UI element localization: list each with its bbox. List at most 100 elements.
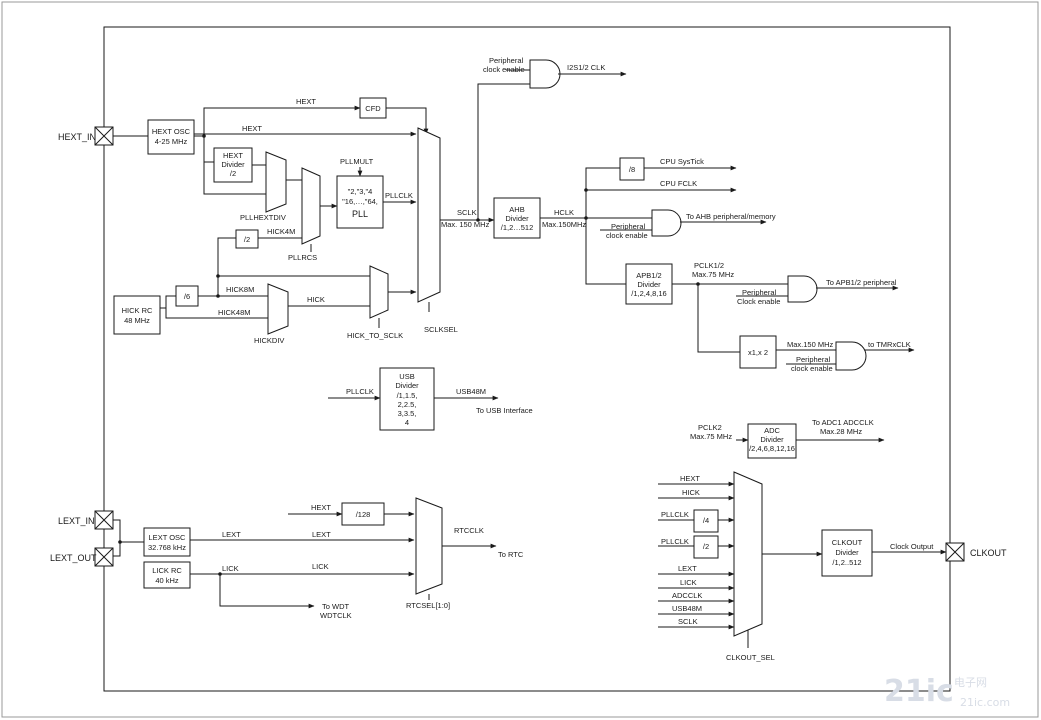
svg-text:LICK RC: LICK RC — [152, 566, 182, 575]
svg-text:RTCCLK: RTCCLK — [454, 526, 484, 535]
svg-text:/1,2,4,8,16: /1,2,4,8,16 — [631, 289, 666, 298]
svg-text:/128: /128 — [356, 510, 371, 519]
svg-text:HEXT: HEXT — [242, 124, 262, 133]
svg-text:SCLK: SCLK — [678, 617, 698, 626]
svg-text:SCLKSEL: SCLKSEL — [424, 325, 458, 334]
svg-text:4: 4 — [405, 418, 409, 427]
svg-text:Max.75 MHz: Max.75 MHz — [690, 432, 732, 441]
svg-text:HEXT: HEXT — [680, 474, 700, 483]
div8-block: /8 — [619, 157, 645, 181]
svg-text:/4: /4 — [703, 516, 709, 525]
svg-text:LICK: LICK — [222, 564, 239, 573]
svg-text:"2,"3,"4: "2,"3,"4 — [348, 187, 373, 196]
svg-text:/2: /2 — [230, 169, 236, 178]
svg-text:2,2.5,: 2,2.5, — [398, 400, 417, 409]
port-lext-out: LEXT_OUT — [50, 547, 114, 567]
hick-rc-block: HICK RC 48 MHz — [113, 295, 161, 335]
hick-to-sclk-mux: HICK_TO_SCLK — [347, 265, 403, 340]
svg-text:LEXT: LEXT — [222, 530, 241, 539]
port-lext-in: LEXT_IN — [58, 510, 114, 530]
svg-text:LICK: LICK — [680, 578, 697, 587]
svg-text:USB48M: USB48M — [456, 387, 486, 396]
svg-text:Divider: Divider — [835, 548, 859, 557]
div4-block: /4 — [693, 509, 719, 533]
svg-text:21ic.com: 21ic.com — [960, 696, 1010, 709]
svg-text:4-25 MHz: 4-25 MHz — [155, 137, 188, 146]
svg-text:HEXT_IN: HEXT_IN — [58, 132, 96, 142]
watermark-logo: 21ic 电子网 21ic.com — [884, 674, 1010, 709]
svg-text:/8: /8 — [629, 165, 635, 174]
div128-block: /128 — [341, 502, 385, 526]
svg-text:clock enable: clock enable — [483, 65, 525, 74]
svg-text:To ADC1 ADCCLK: To ADC1 ADCCLK — [812, 418, 874, 427]
svg-text:HICK48M: HICK48M — [218, 308, 251, 317]
svg-text:/2,4,6,8,12,16: /2,4,6,8,12,16 — [749, 444, 795, 453]
svg-text:HICK: HICK — [682, 488, 700, 497]
svg-text:To RTC: To RTC — [498, 550, 524, 559]
svg-text:PLL: PLL — [352, 209, 368, 219]
svg-text:HEXT: HEXT — [296, 97, 316, 106]
svg-text:PCLK1/2: PCLK1/2 — [694, 261, 724, 270]
svg-text:Max.150MHz: Max.150MHz — [542, 220, 586, 229]
svg-text:Divider: Divider — [505, 214, 529, 223]
svg-text:Clock enable: Clock enable — [737, 297, 780, 306]
pll-block: PLLMULT "2,"3,"4 "16,…,"64, PLL — [336, 157, 384, 229]
svg-text:HICK8M: HICK8M — [226, 285, 254, 294]
svg-text:CPU SysTick: CPU SysTick — [660, 157, 704, 166]
svg-text:CLKOUT: CLKOUT — [832, 538, 863, 547]
apb-divider-block: APB1/2 Divider /1,2,4,8,16 — [625, 263, 673, 305]
svg-text:HICK RC: HICK RC — [122, 306, 153, 315]
ahb-divider-block: AHB Divider /1,2…512 — [493, 197, 541, 239]
svg-text:HICK: HICK — [307, 295, 325, 304]
svg-text:Divider: Divider — [395, 381, 419, 390]
svg-text:To APB1/2 peripheral: To APB1/2 peripheral — [826, 278, 897, 287]
svg-text:RTCSEL[1:0]: RTCSEL[1:0] — [406, 601, 450, 610]
lick-rc-block: LICK RC 40 kHz — [143, 561, 191, 589]
svg-text:48 MHz: 48 MHz — [124, 316, 150, 325]
svg-text:I2S1/2 CLK: I2S1/2 CLK — [567, 63, 605, 72]
svg-text:LEXT_OUT: LEXT_OUT — [50, 553, 97, 563]
svg-text:21ic: 21ic — [884, 674, 954, 709]
svg-text:/2: /2 — [703, 542, 709, 551]
svg-text:USB: USB — [399, 372, 414, 381]
div2-block: /2 — [235, 229, 259, 249]
mcu-boundary — [103, 26, 951, 692]
svg-text:Divider: Divider — [760, 435, 784, 444]
svg-text:电子网: 电子网 — [954, 676, 987, 689]
svg-text:HICKDIV: HICKDIV — [254, 336, 284, 345]
svg-text:HCLK: HCLK — [554, 208, 574, 217]
lext-osc-block: LEXT OSC 32.768 kHz — [143, 527, 191, 557]
svg-text:PLLCLK: PLLCLK — [385, 191, 413, 200]
svg-text:/6: /6 — [184, 292, 190, 301]
svg-text:PLLCLK: PLLCLK — [661, 510, 689, 519]
svg-text:clock enable: clock enable — [606, 231, 648, 240]
svg-text:LEXT OSC: LEXT OSC — [149, 533, 187, 542]
svg-text:ADCCLK: ADCCLK — [672, 591, 702, 600]
svg-text:PLLCLK: PLLCLK — [661, 537, 689, 546]
svg-text:PLLRCS: PLLRCS — [288, 253, 317, 262]
rtcsel-mux: RTCSEL[1:0] — [406, 497, 450, 610]
sclksel-mux: SCLKSEL — [417, 127, 458, 334]
svg-text:3,3.5,: 3,3.5, — [398, 409, 417, 418]
svg-text:LEXT_IN: LEXT_IN — [58, 516, 95, 526]
tmr-and-gate — [835, 341, 867, 371]
svg-text:SCLK: SCLK — [457, 208, 477, 217]
svg-text:CLKOUT_SEL: CLKOUT_SEL — [726, 653, 775, 662]
apb-and-gate — [787, 275, 818, 303]
svg-text:ADC: ADC — [764, 426, 780, 435]
pllrcs-mux: PLLRCS — [288, 167, 321, 262]
ahb-and-gate — [651, 209, 682, 237]
svg-text:Max. 150 MHz: Max. 150 MHz — [441, 220, 490, 229]
adc-divider-block: ADC Divider /2,4,6,8,12,16 — [747, 423, 797, 459]
svg-text:Peripheral: Peripheral — [742, 288, 777, 297]
svg-text:USB48M: USB48M — [672, 604, 702, 613]
svg-text:/1,1.5,: /1,1.5, — [397, 391, 418, 400]
svg-text:HEXT: HEXT — [223, 151, 243, 160]
svg-text:Max.28 MHz: Max.28 MHz — [820, 427, 862, 436]
svg-text:APB1/2: APB1/2 — [636, 271, 661, 280]
usb-divider-block: USB Divider /1,1.5, 2,2.5, 3,3.5, 4 — [379, 367, 435, 431]
svg-text:CFD: CFD — [365, 104, 381, 113]
svg-text:PLLMULT: PLLMULT — [340, 157, 374, 166]
svg-text:clock enable: clock enable — [791, 364, 833, 373]
